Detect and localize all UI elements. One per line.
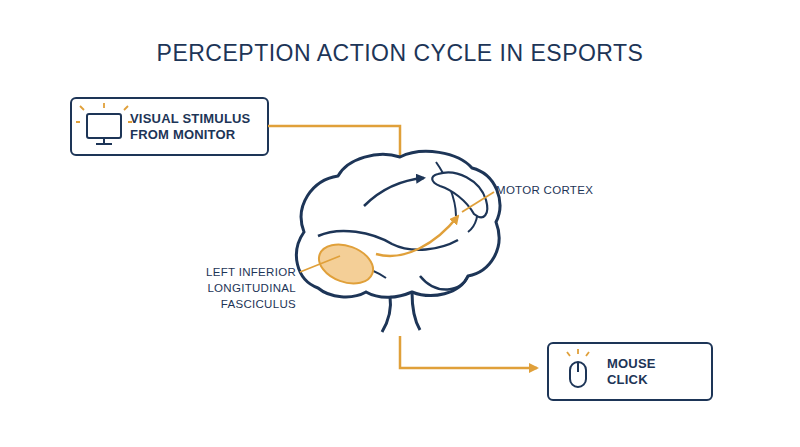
node-label: VISUAL STIMULUS FROM MONITOR [130,111,262,143]
process-box: MOUSE CLICK [547,342,713,401]
pathway-arrow [364,178,424,206]
leader-line [462,192,494,212]
motor-cortex-region [432,172,487,217]
monitor-icon [76,103,132,144]
annotation-label: LEFT INFERIOR LONGITUDINAL FASCICULUS [196,264,296,312]
process-box: VISUAL STIMULUS FROM MONITOR [70,97,269,156]
fasciculus-region [314,238,379,291]
flow-arrow [400,336,537,368]
diagram-title: PERCEPTION ACTION CYCLE IN ESPORTS [0,40,800,67]
brain-illustration [296,151,499,332]
mouse-icon [567,349,589,387]
annotation-label: MOTOR CORTEX [496,182,616,198]
flow-arrow [268,126,400,164]
leader-line [300,256,340,272]
pathway-arrow [376,216,458,256]
node-label: MOUSE CLICK [607,356,677,388]
